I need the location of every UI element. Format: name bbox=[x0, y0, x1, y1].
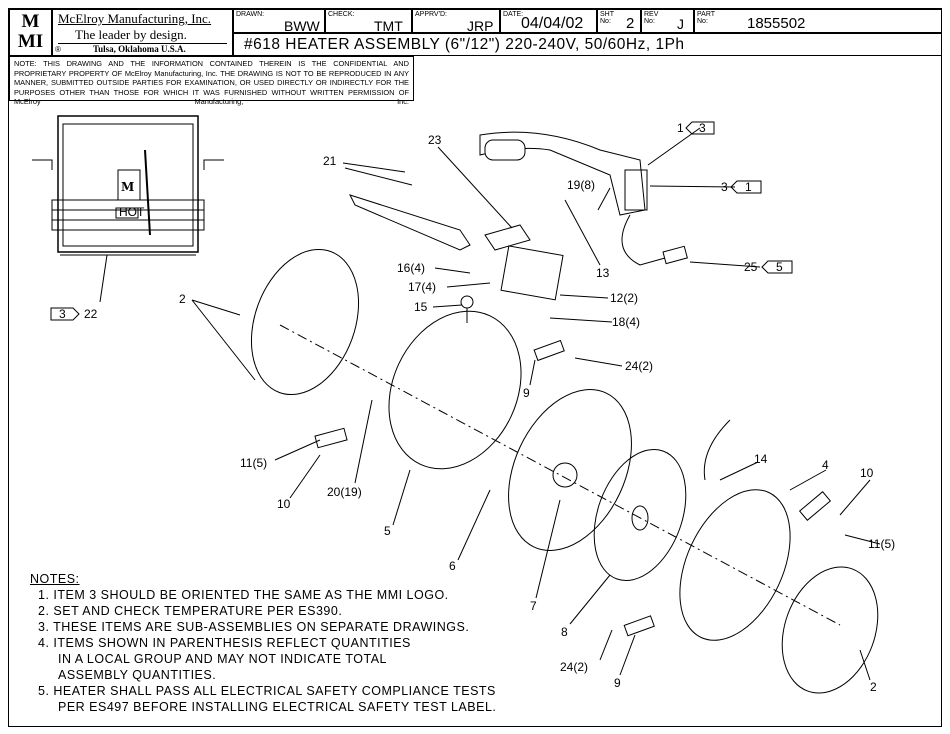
callout-21: 21 bbox=[323, 154, 337, 168]
callout-8: 8 bbox=[561, 625, 568, 639]
callout-23: 23 bbox=[428, 133, 442, 147]
sheet-value: 2 bbox=[626, 15, 635, 32]
hot-label: HOT bbox=[119, 205, 145, 219]
plate-item-5 bbox=[388, 310, 522, 470]
note-line: 5. HEATER SHALL PASS ALL ELECTRICAL SAFE… bbox=[38, 684, 496, 698]
callout-11-left: 11(5) bbox=[240, 456, 267, 470]
svg-text:1: 1 bbox=[677, 121, 684, 135]
svg-text:3: 3 bbox=[721, 180, 728, 194]
company-name: McElroy Manufacturing, Inc. bbox=[58, 11, 212, 26]
callout-11-right: 11(5) bbox=[868, 537, 895, 551]
sheet-cell: SHT No: 2 bbox=[597, 9, 641, 33]
note-line: IN A LOCAL GROUP AND MAY NOT INDICATE TO… bbox=[58, 652, 387, 666]
company-block: McElroy Manufacturing, Inc. The leader b… bbox=[52, 9, 233, 56]
callout-13: 13 bbox=[596, 266, 610, 280]
callout-2-right: 2 bbox=[870, 680, 877, 694]
apprvd-cell: APPRV'D: JRP bbox=[412, 9, 500, 34]
callout-18: 18(4) bbox=[612, 315, 640, 329]
callout-10-right: 10 bbox=[860, 466, 874, 480]
note-line: 3. THESE ITEMS ARE SUB-ASSEMBLIES ON SEP… bbox=[38, 620, 470, 634]
part-value: 1855502 bbox=[747, 15, 806, 32]
check-value: TMT bbox=[374, 18, 403, 34]
slogan: The leader by design. bbox=[75, 27, 187, 42]
note-line: ASSEMBLY QUANTITIES. bbox=[58, 668, 217, 682]
notes-heading: NOTES: bbox=[30, 572, 80, 586]
callout-9-upper: 9 bbox=[523, 386, 530, 400]
drawn-value: BWW bbox=[284, 18, 320, 34]
date-label: DATE: bbox=[503, 11, 524, 18]
note-line: 2. SET AND CHECK TEMPERATURE PER ES390. bbox=[38, 604, 343, 618]
location: Tulsa, Oklahoma U.S.A. bbox=[93, 44, 186, 54]
note-line: PER ES497 BEFORE INSTALLING ELECTRICAL S… bbox=[58, 700, 497, 714]
plate-item-2-left bbox=[250, 248, 360, 396]
note-line: 1. ITEM 3 SHOULD BE ORIENTED THE SAME AS… bbox=[38, 588, 449, 602]
note-line: 4. ITEMS SHOWN IN PARENTHESIS REFLECT QU… bbox=[38, 636, 411, 650]
callout-20: 20(19) bbox=[327, 485, 362, 499]
callout-17: 17(4) bbox=[408, 280, 436, 294]
sheet-label: SHT No: bbox=[600, 11, 614, 25]
svg-text:3: 3 bbox=[59, 307, 66, 321]
callout-7: 7 bbox=[530, 599, 537, 613]
check-cell: CHECK: TMT bbox=[325, 9, 412, 34]
apprvd-label: APPRV'D: bbox=[415, 11, 447, 18]
note-text: NOTE: THIS DRAWING AND THE INFORMATION C… bbox=[14, 59, 409, 106]
plate-item-4 bbox=[679, 489, 791, 641]
callout-10-left: 10 bbox=[277, 497, 291, 511]
rev-label: REV No: bbox=[644, 11, 659, 25]
date-cell: DATE:04/04/02 bbox=[500, 9, 597, 33]
callout-14: 14 bbox=[754, 452, 768, 466]
callout-25: 25 5 bbox=[744, 260, 793, 274]
callout-1: 1 3 bbox=[677, 121, 715, 135]
part-label: PART No: bbox=[697, 11, 715, 25]
plate-item-2-right bbox=[781, 566, 879, 694]
plate-item-8 bbox=[593, 449, 687, 581]
callout-19: 19(8) bbox=[567, 178, 595, 192]
drawing-border bbox=[8, 8, 942, 727]
svg-text:3: 3 bbox=[699, 121, 706, 135]
callout-2-left: 2 bbox=[179, 292, 186, 306]
callout-15: 15 bbox=[414, 300, 428, 314]
drawn-label: DRAWN: bbox=[236, 11, 265, 18]
heater-stand-view: M HOT bbox=[32, 115, 224, 256]
callout-24-upper: 24(2) bbox=[625, 359, 653, 373]
svg-text:M: M bbox=[121, 180, 134, 194]
plate-item-6 bbox=[508, 389, 632, 551]
drawing-title-cell: #618 HEATER ASSEMBLY (6"/12") 220-240V, … bbox=[233, 33, 942, 56]
apprvd-value: JRP bbox=[467, 18, 494, 34]
confidentiality-note: NOTE: THIS DRAWING AND THE INFORMATION C… bbox=[9, 56, 414, 106]
drawing-title: #618 HEATER ASSEMBLY (6"/12") 220-240V, … bbox=[244, 36, 685, 53]
rev-cell: REV No: J bbox=[641, 9, 694, 33]
callout-3: 3 1 bbox=[721, 180, 762, 194]
callout-5: 5 bbox=[384, 524, 391, 538]
callout-24-lower: 24(2) bbox=[560, 660, 588, 674]
callout-9-lower: 9 bbox=[614, 676, 621, 690]
check-label: CHECK: bbox=[328, 11, 355, 18]
callout-4: 4 bbox=[822, 458, 829, 472]
svg-text:22: 22 bbox=[84, 307, 98, 321]
drawn-cell: DRAWN: BWW bbox=[233, 9, 325, 34]
callout-12: 12(2) bbox=[610, 291, 638, 305]
svg-text:1: 1 bbox=[745, 180, 752, 194]
callout-6: 6 bbox=[449, 559, 456, 573]
rev-value: J bbox=[677, 16, 684, 32]
date-value: 04/04/02 bbox=[521, 15, 584, 32]
notes-block: NOTES: 1. ITEM 3 SHOULD BE ORIENTED THE … bbox=[30, 571, 496, 715]
svg-text:5: 5 bbox=[776, 260, 783, 274]
svg-text:25: 25 bbox=[744, 260, 758, 274]
registered-mark: ® bbox=[55, 45, 61, 54]
callout-16: 16(4) bbox=[397, 261, 425, 275]
part-cell: PART No: 1855502 bbox=[694, 9, 942, 33]
callout-22: 3 22 bbox=[50, 307, 98, 321]
